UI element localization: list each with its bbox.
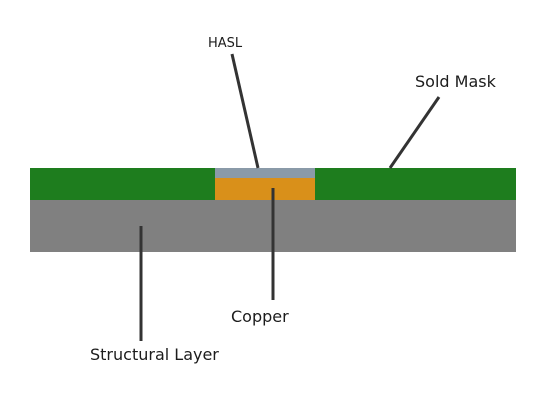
copper-label: Copper xyxy=(231,307,289,326)
solder-mask-left xyxy=(30,168,215,200)
hasl-label: HASL xyxy=(208,36,243,51)
solder-mask-right xyxy=(315,168,516,200)
solder-mask-leader-line xyxy=(388,96,441,169)
copper-pad xyxy=(215,178,315,200)
hasl-leader-line xyxy=(230,53,260,169)
solder-mask-label: Sold Mask xyxy=(415,72,496,91)
hasl-layer xyxy=(215,168,315,178)
structural-layer-label: Structural Layer xyxy=(90,345,219,364)
